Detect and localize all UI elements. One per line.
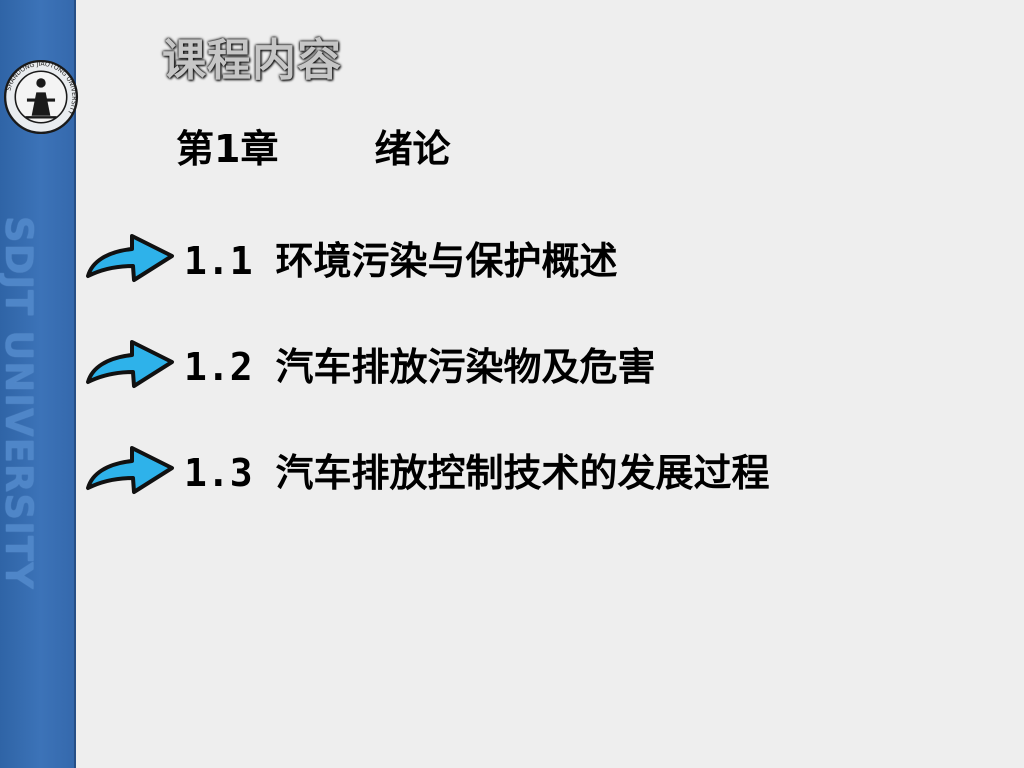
slide-title: 课程内容 [162,35,342,86]
chapter-name: 绪论 [374,127,451,171]
arrow-right-icon [86,340,174,388]
arrow-right-icon [86,446,174,494]
topic-label: 1.2 汽车排放污染物及危害 [184,345,656,389]
topic-item-2[interactable]: 1.2 汽车排放污染物及危害 [84,328,904,398]
topic-label: 1.3 汽车排放控制技术的发展过程 [184,451,770,495]
sidebar-vertical-text: SDJT UNIVERSITY [0,216,40,590]
sidebar-band: SHANDONG JIAOTONG UNIVERSITY SDJT UNIVER… [0,0,79,768]
topic-item-1[interactable]: 1.1 环境污染与保护概述 [84,222,904,292]
chapter-heading: 第1章 绪论 [176,118,450,173]
university-logo-icon: SHANDONG JIAOTONG UNIVERSITY [3,59,79,135]
chapter-number: 第1章 [176,127,279,171]
arrow-right-icon [86,234,174,282]
topic-item-3[interactable]: 1.3 汽车排放控制技术的发展过程 [84,434,904,504]
topic-label: 1.1 环境污染与保护概述 [184,239,618,283]
